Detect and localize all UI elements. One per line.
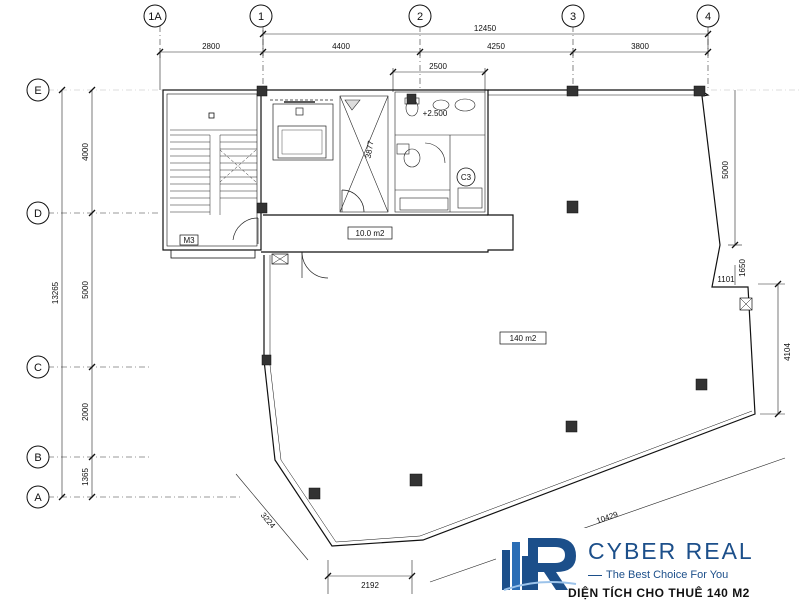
toilet-tag: C3 [461,173,472,182]
dim-left-1: 4000 [81,143,90,161]
dim-top-3: 4250 [487,42,505,51]
doors [232,189,365,279]
dim-left-overall: 13265 [51,281,60,304]
dim-left-3: 2000 [81,403,90,421]
stair-treads [170,129,257,215]
lift-tag-box [179,234,199,246]
svg-text:1A: 1A [148,11,162,23]
axis-bubble-B: B [26,445,50,469]
svg-text:3: 3 [570,11,576,23]
walls [162,89,756,547]
svg-text:2: 2 [417,11,423,23]
grid-lines [48,26,800,498]
svg-text:1: 1 [258,11,264,23]
svg-text:4: 4 [705,11,711,23]
dim-right-small-a: 1650 [738,259,747,277]
axis-bubble-1A: 1A [143,4,167,28]
brand-logo-block: CYBER REAL The Best Choice For You DIỆN … [496,528,800,600]
dim-bottom-left-angled: 3224 [259,511,278,531]
main-area-label: 140 m2 [510,334,537,343]
lobby-area-label: 10.0 m2 [356,229,385,238]
dimension-lines [61,30,786,594]
dim-right-upper: 5000 [721,161,730,179]
axis-bubble-4: 4 [696,4,720,28]
stair-marker [208,112,215,119]
dim-wc-width: 2500 [429,62,447,71]
lobby-area-box [347,226,393,240]
svg-text:B: B [34,452,41,464]
rental-area-caption: DIỆN TÍCH CHO THUÊ 140 M2 [568,586,750,600]
shaft-tag: 3877 [364,139,376,159]
level-tag: +2.500 [423,109,448,118]
svg-text:D: D [34,208,42,220]
dim-overall-top: 12450 [474,24,497,33]
dim-top-1: 2800 [202,42,220,51]
dim-top-2: 4400 [332,42,350,51]
dim-bottom-right-angled: 10429 [595,510,619,526]
cyber-real-logo-icon [502,538,577,591]
lift-tag: M3 [183,236,195,245]
axis-bubble-E: E [26,78,50,102]
axis-bubble-1: 1 [249,4,273,28]
dim-right-lower: 4104 [783,343,792,361]
dim-right-small-b: 1101 [717,275,735,284]
columns [256,85,708,500]
svg-text:C: C [34,362,42,374]
axis-bubble-A: A [26,485,50,509]
lift-shaft [270,99,335,161]
dimension-ticks [58,30,782,580]
brand-name: CYBER REAL [588,538,754,564]
dim-top-4: 3800 [631,42,649,51]
axis-bubble-D: D [26,201,50,225]
axis-bubble-C: C [26,355,50,379]
dim-bottom-flat: 2192 [361,581,379,590]
dim-left-4: 1365 [81,468,90,486]
brand-tagline: The Best Choice For You [588,569,728,581]
toilet-tag-bubble [456,167,476,187]
axis-bubble-2: 2 [408,4,432,28]
svg-text:E: E [34,85,41,97]
axis-bubble-3: 3 [561,4,585,28]
main-area-box [499,331,547,345]
dim-left-2: 5000 [81,281,90,299]
svg-text:A: A [34,492,42,504]
service-shaft [339,95,389,213]
